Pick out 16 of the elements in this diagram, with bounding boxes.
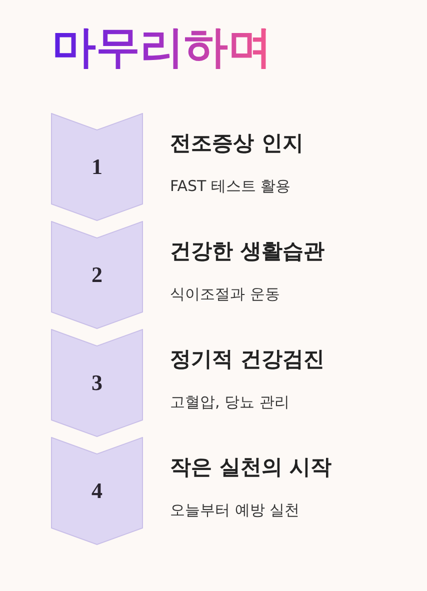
step-description: FAST 테스트 활용: [170, 176, 291, 196]
step-description: 식이조절과 운동: [170, 284, 280, 304]
step-heading: 정기적 건강검진: [170, 346, 324, 372]
step-shape: [51, 437, 143, 545]
step-number: 3: [92, 370, 102, 396]
step-description: 고혈압, 당뇨 관리: [170, 392, 290, 412]
step-heading: 전조증상 인지: [170, 130, 304, 156]
step-number: 4: [92, 478, 102, 504]
step-description: 오늘부터 예방 실천: [170, 500, 300, 520]
step-number: 2: [92, 262, 102, 288]
step-shape: [51, 221, 143, 329]
step-heading: 건강한 생활습관: [170, 238, 324, 264]
step-shape: [51, 113, 143, 221]
step-heading: 작은 실천의 시작: [170, 454, 332, 480]
step-number: 1: [92, 154, 102, 180]
step-shape: [51, 329, 143, 437]
